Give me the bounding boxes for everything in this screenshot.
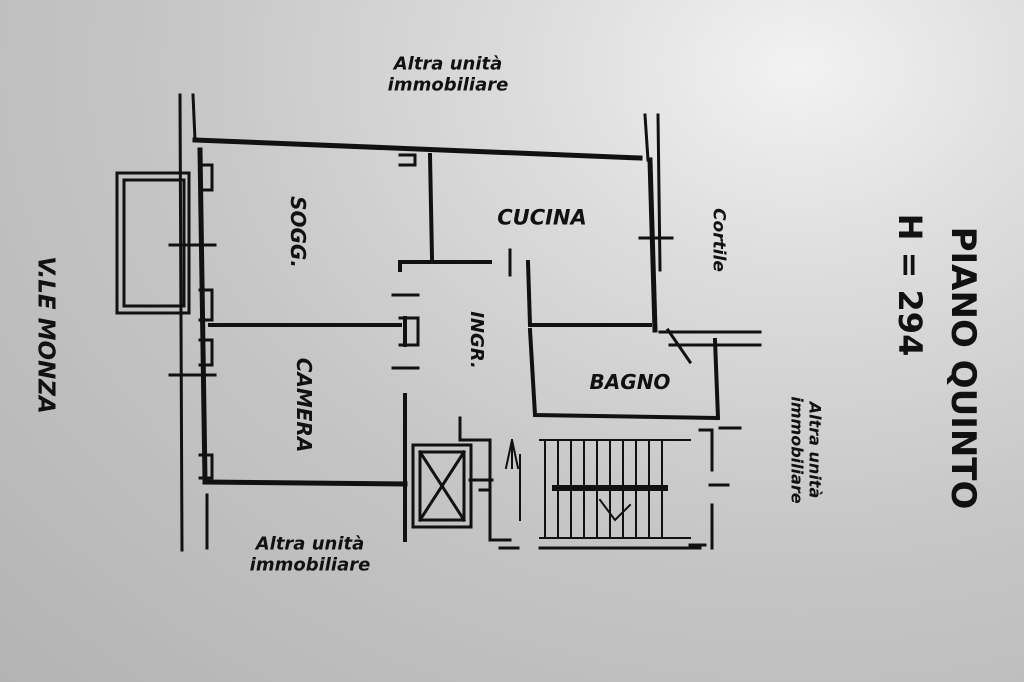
room-label-cucina: CUCINA	[497, 205, 587, 230]
neighbor-unit-right-line1: Altra unità	[805, 401, 825, 499]
room-label-ingresso: INGR.	[466, 311, 487, 369]
door-marks	[391, 153, 693, 370]
neighbor-unit-top-line2: immobiliare	[387, 74, 509, 95]
neighbor-unit-bottom-line1: Altra unità	[255, 533, 365, 555]
boundary-lines	[178, 93, 762, 552]
room-label-camera: CAMERA	[292, 357, 316, 453]
room-label-bagno: BAGNO	[589, 370, 671, 394]
street-wall-details	[168, 163, 217, 480]
floor-title: PIANO QUINTO	[943, 226, 983, 510]
exterior-walls	[192, 137, 658, 487]
room-label-soggiorno: SOGG.	[286, 196, 310, 268]
neighbor-unit-right-label: Altra unità immobiliare	[787, 396, 824, 503]
elevator-shaft	[411, 443, 473, 529]
balcony	[115, 171, 191, 315]
neighbor-unit-right-line2: immobiliare	[787, 396, 806, 504]
neighbor-unit-top-line1: Altra unità	[393, 53, 503, 75]
street-label: V.LE MONZA	[32, 256, 59, 414]
ceiling-height: H = 294	[891, 213, 929, 357]
interior-walls	[208, 152, 721, 542]
courtyard-label: Cortile	[708, 208, 729, 272]
stair-arrow	[504, 439, 632, 522]
stair-core	[458, 416, 742, 550]
neighbor-unit-bottom-label: Altra unità immobiliare	[250, 534, 371, 575]
neighbor-unit-top-label: Altra unità immobiliare	[388, 54, 509, 95]
neighbor-unit-bottom-line2: immobiliare	[249, 554, 371, 575]
